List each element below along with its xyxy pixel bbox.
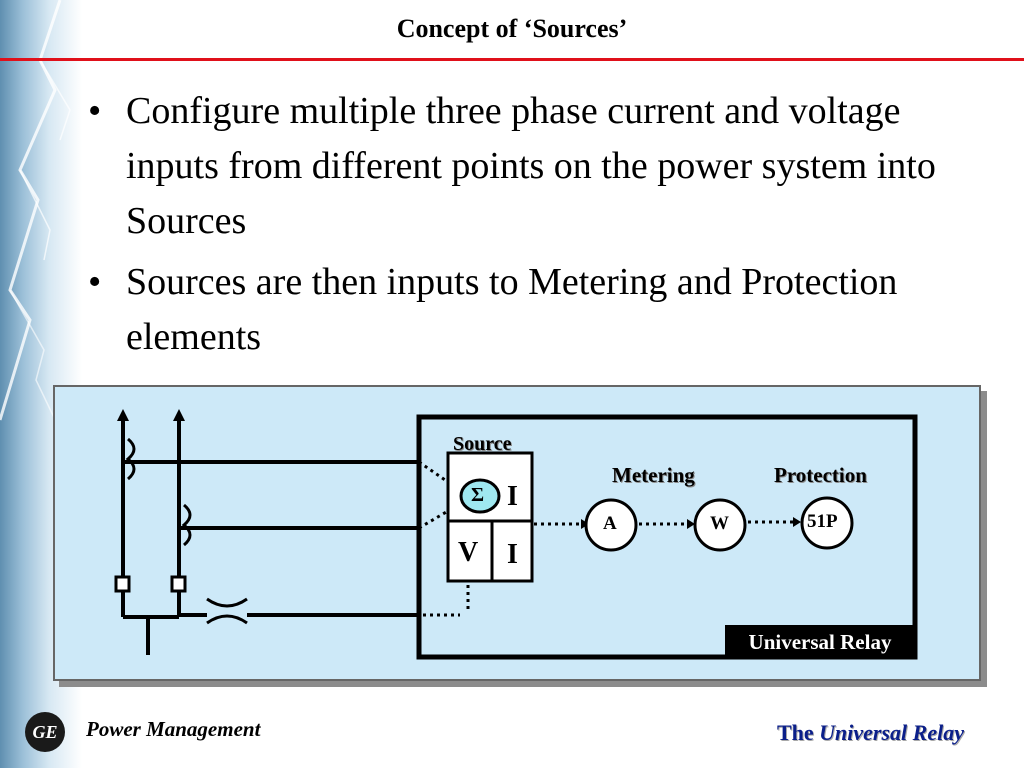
bullet-dot-icon: • xyxy=(88,90,102,132)
element-w-label: W xyxy=(710,513,729,534)
decorative-side-band xyxy=(0,0,82,768)
universal-relay-label: Universal Relay xyxy=(725,625,915,659)
ct-coil-icon xyxy=(125,437,136,481)
title-divider xyxy=(0,58,1024,61)
sigma-symbol: Σ xyxy=(471,484,485,506)
footer-brand-name: Universal Relay xyxy=(819,720,964,745)
voltage-symbol: V xyxy=(458,537,479,568)
element-51p-label: 51P xyxy=(807,511,838,532)
arrow-up-icon xyxy=(173,409,185,421)
protection-label: Protection xyxy=(774,463,867,487)
metering-label: Metering xyxy=(612,463,695,487)
bullet-text: Configure multiple three phase current a… xyxy=(126,90,936,242)
arrow-up-icon xyxy=(117,409,129,421)
ge-logo-icon: GE xyxy=(25,712,65,752)
page-title: Concept of ‘Sources’ xyxy=(396,14,628,43)
bullet-item: • Configure multiple three phase current… xyxy=(88,84,968,249)
lightning-graphic xyxy=(0,0,71,431)
source-label: Source xyxy=(453,433,512,455)
ct-coil-icon xyxy=(181,503,192,547)
meter-a-circle xyxy=(584,498,638,552)
footer-brand: The Universal Relay xyxy=(777,720,964,746)
element-a-label: A xyxy=(603,513,617,534)
bullet-text: Sources are then inputs to Metering and … xyxy=(126,261,898,358)
relay-box xyxy=(416,414,918,660)
bullet-list: • Configure multiple three phase current… xyxy=(88,84,968,371)
current-symbol-bottom: I xyxy=(507,539,518,570)
breaker-icon xyxy=(114,575,131,593)
current-symbol-top: I xyxy=(507,481,518,512)
breaker-icon xyxy=(170,575,187,593)
protection-51p-circle xyxy=(800,496,854,550)
bullet-item: • Sources are then inputs to Metering an… xyxy=(88,255,968,365)
footer-left-text: Power Management xyxy=(86,717,261,741)
source-block xyxy=(446,451,534,583)
diagram-lines xyxy=(114,409,918,660)
sources-diagram: Source Σ I V I Metering Protection A W 5… xyxy=(53,385,981,681)
footer-brand-prefix: The xyxy=(776,720,814,745)
meter-w-circle xyxy=(693,498,747,552)
pt-transformer-icon xyxy=(206,597,248,625)
bullet-dot-icon: • xyxy=(88,261,102,303)
sigma-circle xyxy=(459,478,501,514)
